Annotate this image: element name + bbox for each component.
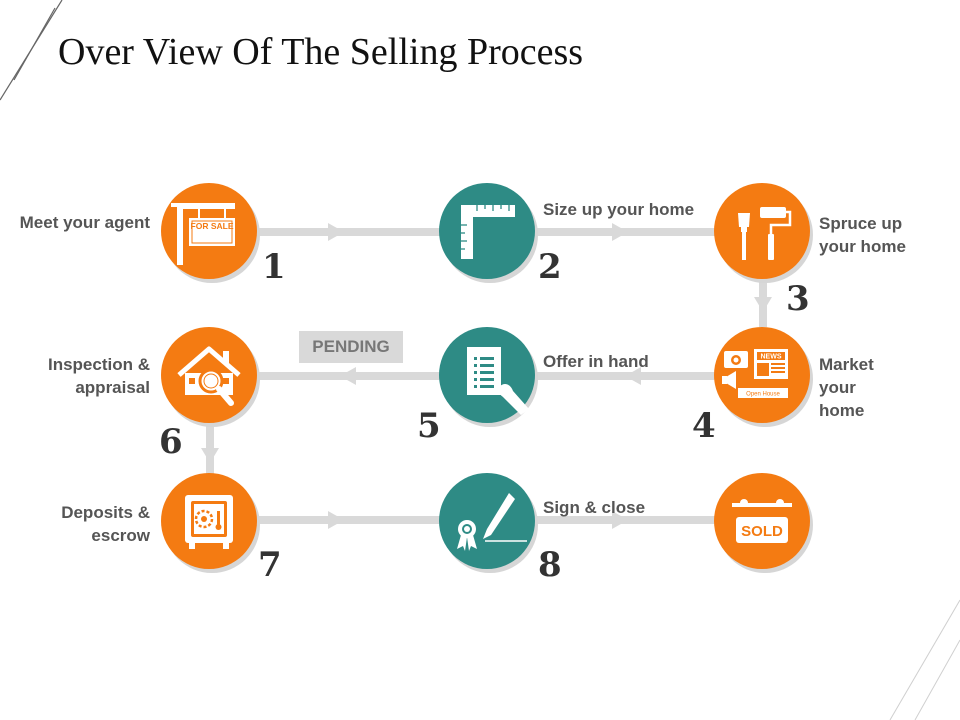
- step-3-number: 3: [786, 279, 810, 319]
- news-text: NEWS: [761, 354, 782, 361]
- step-4-label: Market your home: [819, 355, 874, 420]
- paint-roller-icon: [738, 207, 792, 260]
- for-sale-sign-text: FOR SALE: [191, 221, 234, 231]
- corner-decoration-bottom-right: [889, 599, 960, 720]
- step-5-label: Offer in hand: [543, 352, 649, 371]
- step-6-number: 6: [159, 422, 183, 462]
- step-8-number: 8: [538, 545, 562, 585]
- step-8-label: Sign & close: [543, 498, 646, 517]
- step-7-label: Deposits & escrow: [61, 503, 150, 545]
- connectors: [201, 223, 772, 529]
- step-3-label: Spruce up your home: [819, 214, 906, 256]
- step-5-number: 5: [417, 406, 441, 446]
- step-1-label: Meet your agent: [19, 213, 150, 232]
- step-1-number: 1: [262, 247, 286, 287]
- house-magnifier-icon: [177, 346, 241, 406]
- marketing-icon: NEWS Open House: [722, 349, 788, 398]
- document-hand-icon: [467, 347, 529, 415]
- sold-sign-icon: SOLD: [732, 499, 792, 543]
- step-2-number: 2: [538, 247, 562, 287]
- for-sale-sign-icon: FOR SALE: [171, 203, 235, 265]
- step-2-label: Size up your home: [543, 200, 695, 219]
- page-title: Over View Of The Selling Process: [58, 31, 584, 73]
- step-4-number: 4: [692, 406, 716, 446]
- step-7-number: 7: [258, 545, 282, 585]
- pending-badge: PENDING: [299, 331, 403, 363]
- sold-text: SOLD: [741, 523, 783, 540]
- ruler-square-icon: [461, 205, 515, 259]
- step-6-label: Inspection & appraisal: [47, 355, 150, 397]
- corner-decoration-top-left: [0, 0, 63, 101]
- safe-icon: [185, 495, 233, 549]
- open-house-text: Open House: [746, 392, 780, 398]
- pen-seal-icon: [457, 493, 527, 551]
